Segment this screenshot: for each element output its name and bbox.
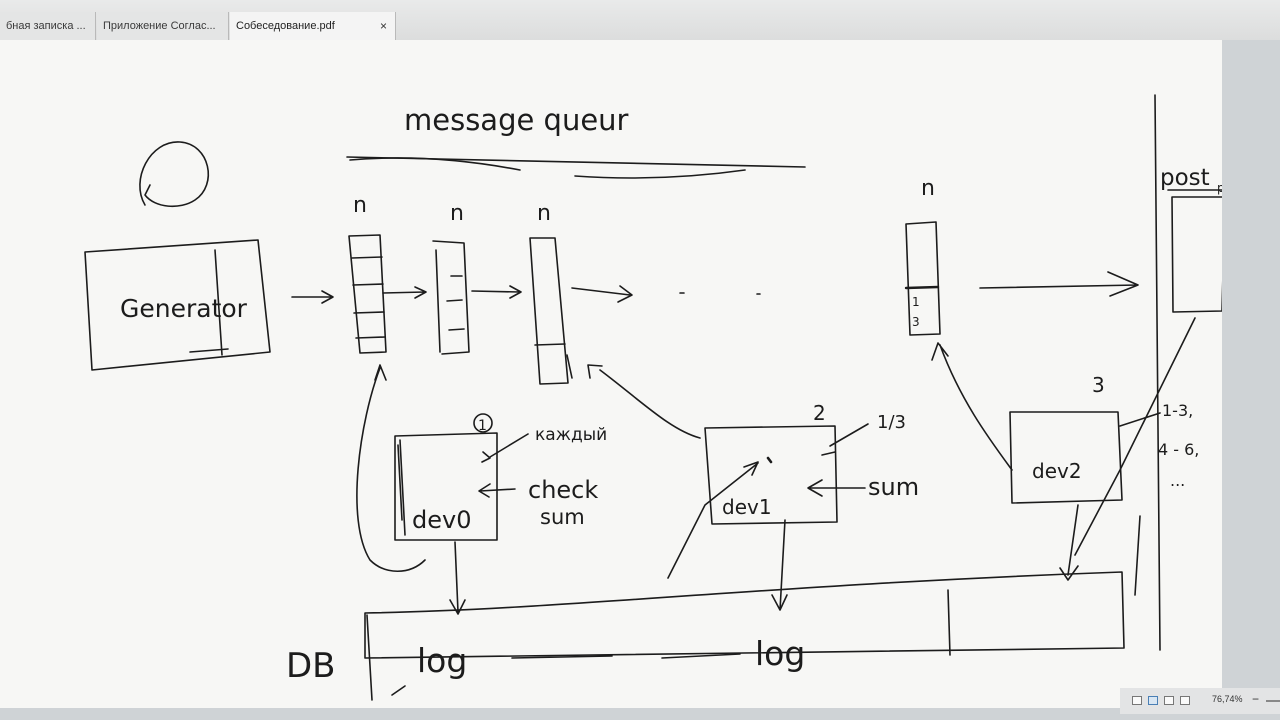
queue-label-3: n [537, 201, 551, 226]
note-dots: ... [1170, 471, 1185, 490]
title-message-queue: message queur [404, 103, 629, 137]
queue-segment-2 [432, 240, 470, 355]
generator-label: Generator [120, 294, 248, 323]
queue-segment-n [905, 221, 941, 336]
note-sum-2: sum [868, 473, 919, 501]
queue-label-1: n [353, 193, 367, 218]
queue-label-n: n [921, 176, 935, 201]
single-page-view-icon[interactable] [1132, 696, 1142, 705]
dev1-box [704, 425, 838, 525]
badge-3: 3 [1092, 373, 1105, 397]
post-divider [1154, 94, 1161, 651]
tab-label: бная записка ... [6, 20, 86, 32]
queue-n-value-1: 1 [912, 295, 920, 309]
zoom-level[interactable]: 76,74% [1212, 694, 1243, 704]
post-box [1171, 196, 1222, 313]
note-ranges-2: 4 - 6, [1158, 440, 1199, 459]
note-sum: sum [540, 505, 585, 529]
continuous-view-icon[interactable] [1164, 696, 1174, 705]
badge-1: 1 [478, 418, 487, 434]
two-page-view-icon[interactable] [1148, 696, 1158, 705]
dev2-label: dev2 [1032, 459, 1082, 483]
queue-label-2: n [450, 201, 464, 226]
close-icon[interactable]: × [379, 19, 387, 33]
tab-interview-pdf[interactable]: Собеседование.pdf × [230, 12, 396, 40]
db-box [364, 571, 1125, 659]
tab-memo[interactable]: бная записка ... [0, 12, 96, 40]
post-label: post [1160, 165, 1210, 191]
queue-segment-3 [529, 237, 569, 385]
note-check: check [528, 476, 598, 504]
status-bar: 76,74% − [1120, 688, 1280, 714]
zoom-slider[interactable] [1266, 700, 1280, 702]
fit-width-icon[interactable] [1180, 696, 1190, 705]
tab-bar: бная записка ... Приложение Соглас... Со… [0, 0, 1280, 40]
tab-label: Собеседование.pdf [236, 20, 335, 32]
dev0-box [394, 432, 498, 541]
badge-1-circle [473, 413, 493, 433]
circle-sketch [139, 141, 210, 208]
post-suffix: pu [1217, 181, 1222, 195]
note-ranges-1: 1-3, [1162, 401, 1193, 420]
db-label: DB [286, 646, 336, 686]
badge-2: 2 [813, 401, 826, 425]
log-label-1: log [417, 641, 467, 680]
document-page: message queur n n n n Generator post pu … [0, 40, 1222, 708]
queue-segment-1 [348, 234, 387, 354]
log-label-2: log [755, 634, 805, 673]
dev2-box [1009, 411, 1123, 504]
note-kazhdyi: каждый [535, 425, 607, 445]
zoom-out-icon[interactable]: − [1252, 692, 1260, 706]
dev1-label: dev1 [722, 495, 772, 519]
dev0-label: dev0 [412, 506, 471, 534]
whiteboard-drawing: message queur n n n n Generator post pu … [84, 94, 1222, 701]
tab-label: Приложение Соглас... [103, 20, 216, 32]
note-fraction: 1/3 [877, 412, 906, 433]
queue-n-value-2: 3 [912, 315, 920, 329]
tab-attachment[interactable]: Приложение Соглас... [97, 12, 229, 40]
generator-box [84, 239, 271, 371]
